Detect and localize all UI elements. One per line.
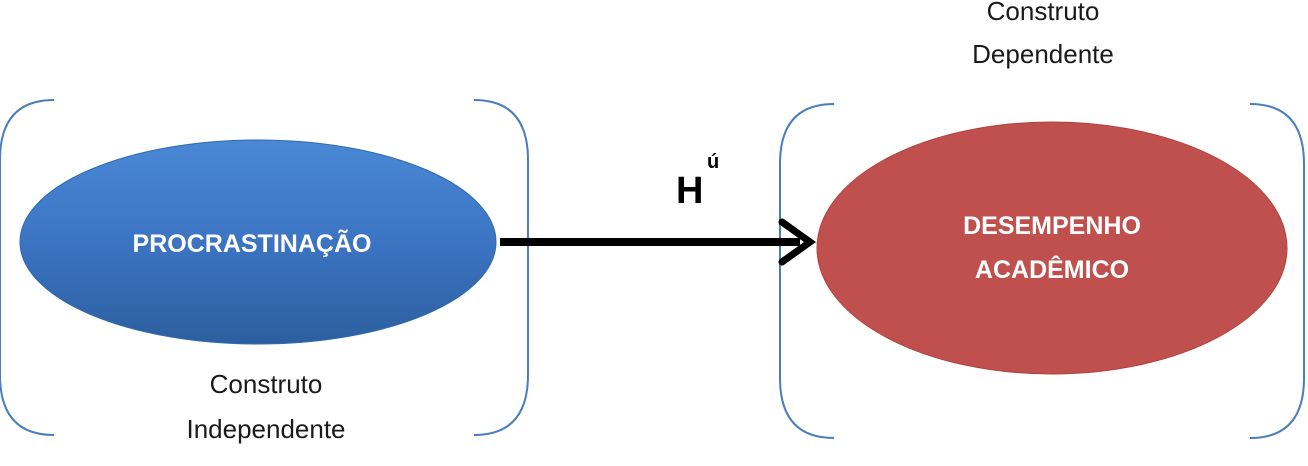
academic-performance-label-line2: ACADÊMICO [975,254,1129,284]
independent-bracket-left-paren [0,99,55,436]
academic-performance-node: DESEMPENHO ACADÊMICO [816,121,1288,375]
independent-caption: Construto Independente [186,369,345,444]
dependent-bracket-left-paren [779,103,835,439]
procrastination-node: PROCRASTINAÇÃO [19,139,497,345]
dependent-caption-line2: Dependente [972,39,1114,69]
dependent-caption: Construto Dependente [972,0,1114,69]
academic-performance-label-line1: DESEMPENHO [963,212,1141,240]
dependent-construct-bracket [779,103,1305,439]
dependent-caption-line1: Construto [987,0,1100,26]
independent-bracket-right-paren [473,99,529,436]
independent-caption-line2: Independente [186,414,345,444]
dependent-bracket-right-paren [1249,103,1305,439]
procrastination-ellipse [19,139,497,345]
hypothesis-label: H ú [676,151,719,212]
hypothesis-letter: H [676,170,703,212]
independent-caption-line1: Construto [210,369,323,399]
hypothesis-superscript: ú [707,151,719,173]
academic-performance-ellipse [816,121,1288,375]
procrastination-label: PROCRASTINAÇÃO [133,228,372,258]
relationship-arrow [500,218,817,266]
arrow-head [778,218,817,266]
independent-construct-bracket [0,99,529,436]
